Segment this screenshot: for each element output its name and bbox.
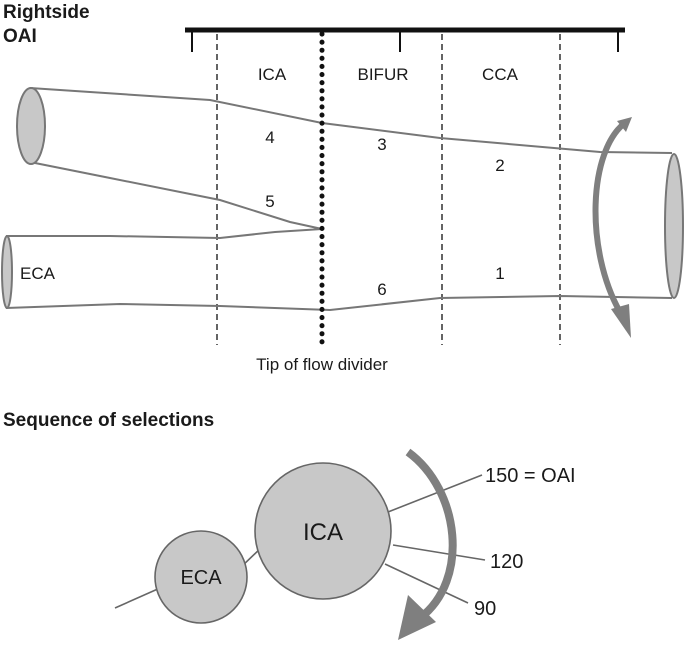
point-4: 4	[265, 128, 274, 147]
line-120	[392, 544, 486, 561]
label-flow-divider: Tip of flow divider	[256, 355, 388, 374]
point-1: 1	[495, 264, 504, 283]
selection-arrow-icon	[398, 448, 457, 640]
point-6: 6	[377, 280, 386, 299]
eca-tail-line	[114, 587, 161, 609]
ica-circle-label: ICA	[303, 519, 343, 546]
segment-dividers	[216, 34, 561, 345]
ica-circle	[254, 462, 392, 600]
point-3: 3	[377, 135, 386, 154]
title-rightside: Rightside	[3, 2, 90, 23]
angle-120-label: 120	[490, 551, 523, 573]
eca-circle-label: ECA	[180, 567, 222, 589]
label-eca-vessel: ECA	[20, 264, 56, 283]
cca-opening	[664, 153, 684, 299]
line-90	[384, 563, 469, 604]
label-cca-segment: CCA	[482, 65, 519, 84]
point-2: 2	[495, 156, 504, 175]
label-ica-segment: ICA	[258, 65, 287, 84]
angle-90-label: 90	[474, 598, 496, 620]
line-150	[387, 474, 483, 513]
title-oai: OAI	[3, 26, 37, 47]
point-5: 5	[265, 192, 274, 211]
sequence-heading: Sequence of selections	[3, 410, 214, 431]
ica-vessel	[16, 87, 673, 230]
eca-circle	[154, 530, 248, 624]
angle-150-label: 150 = OAI	[485, 465, 576, 487]
rotation-arrow-icon	[592, 117, 632, 338]
label-bifur-segment: BIFUR	[358, 65, 409, 84]
eca-vessel	[1, 228, 673, 312]
segment-ruler	[185, 27, 625, 52]
